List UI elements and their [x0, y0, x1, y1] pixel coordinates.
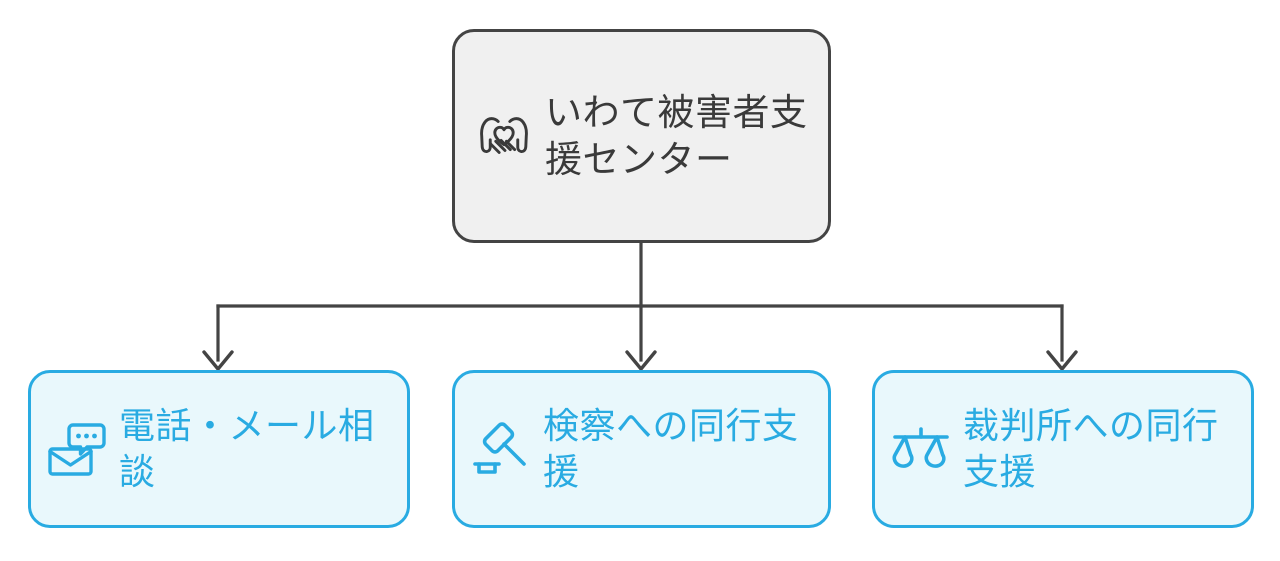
arrowhead-2 [625, 350, 657, 371]
node-child-prosecutor-accompaniment[interactable]: 検察への同行支援 [452, 370, 831, 528]
node-child-label: 裁判所への同行支援 [963, 404, 1219, 492]
node-root-label: いわて被害者支援センター [545, 91, 808, 180]
node-child-label: 電話・メール相談 [119, 404, 375, 492]
node-child-court-accompaniment[interactable]: 裁判所への同行支援 [872, 370, 1254, 528]
gavel-icon [473, 422, 526, 474]
arrowhead-1 [202, 350, 234, 371]
node-root[interactable]: いわて被害者支援センター [452, 29, 831, 243]
node-child-phone-email[interactable]: 電話・メール相談 [28, 370, 410, 528]
heart-hands-icon [480, 117, 528, 154]
chat-envelope-icon [48, 423, 106, 476]
arrowhead-3 [1046, 350, 1078, 371]
node-child-label: 検察への同行支援 [543, 404, 799, 492]
balance-scales-icon [892, 427, 949, 468]
